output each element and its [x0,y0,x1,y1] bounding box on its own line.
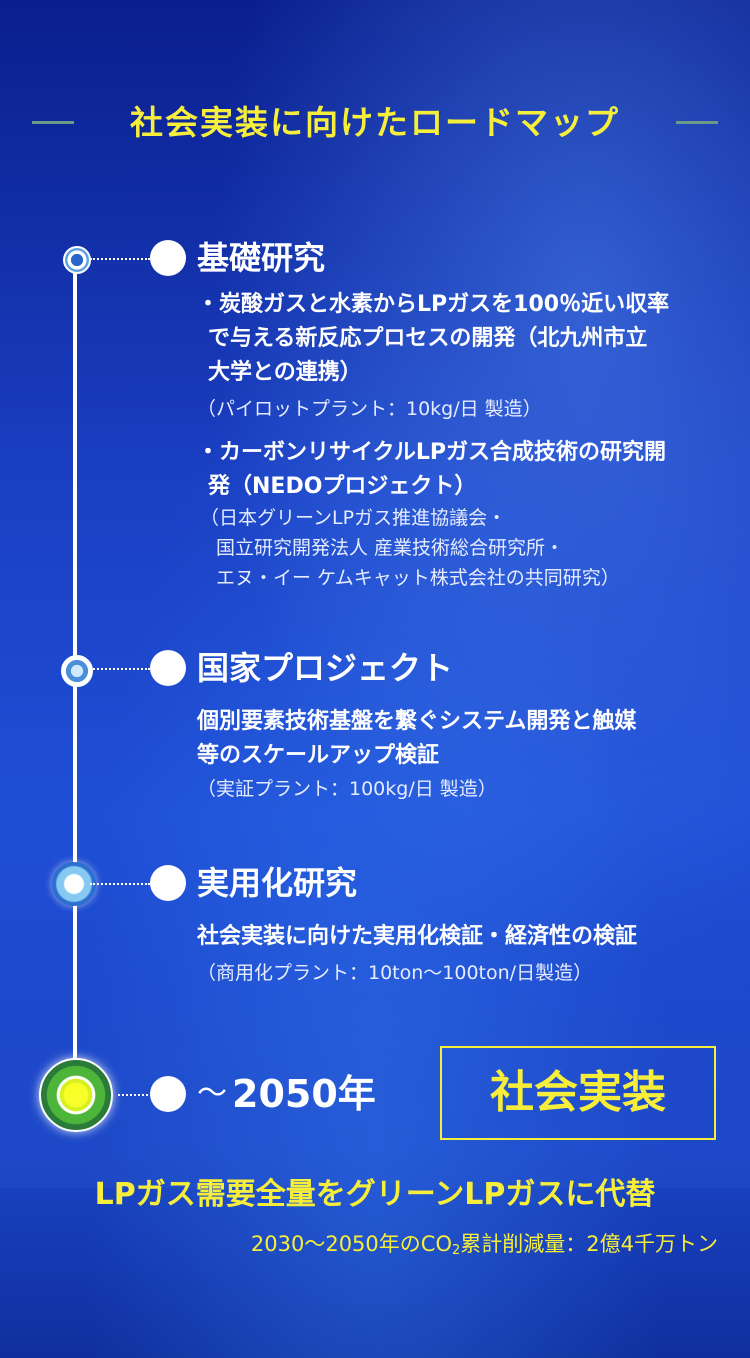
co2-reduction-statement: 2030～2050年のCO2累計削減量：2億4千万トン [251,1228,718,1264]
step1-item2-note2: 国立研究開発法人 産業技術総合研究所・ [216,537,565,559]
step1-item2-line2: 発（NEDOプロジェクト） [208,474,477,499]
step2-line1: 個別要素技術基盤を繋ぐシステム開発と触媒 [197,709,637,734]
step-bullet [150,1076,186,1112]
timeline-connector [90,668,150,670]
timeline-node-practical-research [52,862,96,906]
step1-item2-note1: （日本グリーンLPガス推進協議会・ [200,507,507,529]
header-left-rule [32,121,74,124]
step-bullet [150,240,186,276]
timeline-node-basic-research [63,246,91,274]
timeline-connector [90,883,150,885]
timeline-node-2050 [39,1058,113,1132]
social-implementation-badge: 社会実装 [440,1046,716,1140]
step-title-practical-research: 実用化研究 [197,864,358,902]
timeline-connector [118,1094,152,1096]
year-tilde: ～ [197,1076,227,1111]
target-year: 2050年 [232,1072,376,1116]
step1-item1-line3: 大学との連携） [208,360,362,385]
header-right-rule [676,121,718,124]
timeline-connector [90,258,150,260]
step-bullet [150,650,186,686]
step1-item2-note3: エヌ・イー ケムキャット株式会社の共同研究） [216,567,620,589]
timeline-node-national-project [61,655,93,687]
step2-note: （実証プラント：100kg/日 製造） [197,778,497,800]
step1-item1-line2: で与える新反応プロセスの開発（北九州市立 [208,326,648,351]
co2-prefix: 2030～2050年のCO [250,1232,452,1256]
step2-line2: 等のスケールアップ検証 [197,743,440,768]
co2-subscript: 2 [451,1243,461,1258]
city-skyline-background [0,928,750,1188]
page-title: 社会実装に向けたロードマップ [130,103,620,142]
goal-statement: LPガス需要全量をグリーンLPガスに代替 [94,1177,656,1212]
step1-item1-note: （パイロットプラント：10kg/日 製造） [197,398,542,420]
step-title-national-project: 国家プロジェクト [197,649,454,687]
step1-item1-line1: ・炭酸ガスと水素からLPガスを100％近い収率 [197,292,670,317]
step-bullet [150,865,186,901]
step1-item2-line1: ・カーボンリサイクルLPガス合成技術の研究開 [197,440,667,465]
step3-note: （商用化プラント：10ton～100ton/日製造） [197,962,593,984]
step-title-basic-research: 基礎研究 [197,239,326,277]
roadmap-header: 社会実装に向けたロードマップ [0,98,750,148]
co2-suffix: 累計削減量：2億4千万トン [460,1232,718,1256]
step3-line1: 社会実装に向けた実用化検証・経済性の検証 [197,924,638,949]
